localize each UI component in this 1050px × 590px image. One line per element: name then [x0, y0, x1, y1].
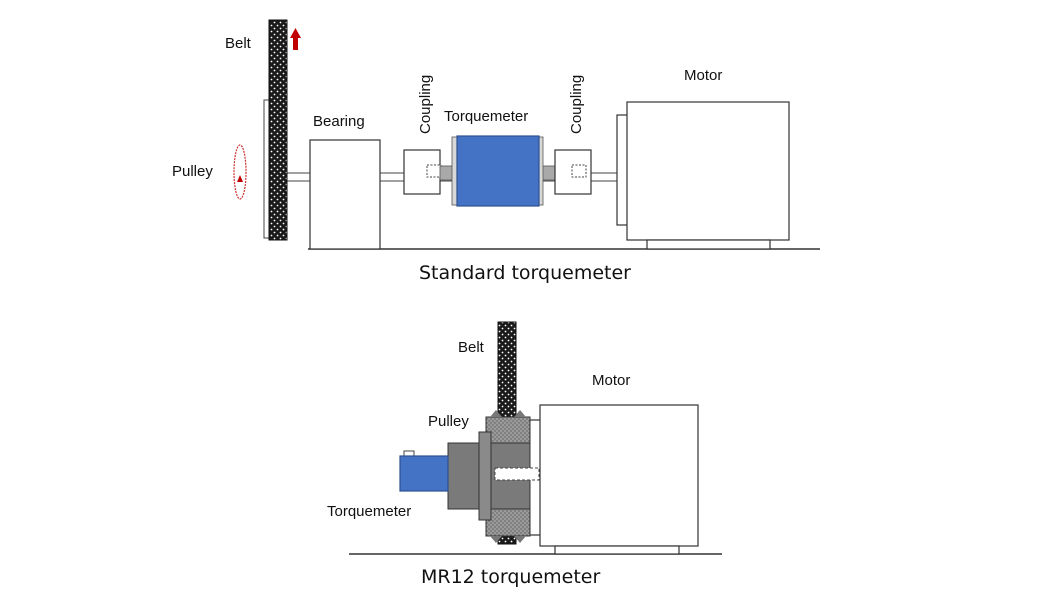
standard-motor-label: Motor — [684, 67, 722, 84]
mr12-torquemeter-label: Torquemeter — [327, 503, 411, 520]
standard-belt — [268, 19, 288, 241]
mr12-caption: MR12 torquemeter — [421, 566, 600, 588]
standard-caption: Standard torquemeter — [419, 262, 631, 284]
mr12-motor-shaft — [494, 467, 540, 481]
mr12-pulley — [485, 410, 531, 543]
standard-coupling-right — [554, 149, 592, 195]
mr12-belt-label: Belt — [458, 339, 485, 356]
standard-bearing-label: Bearing — [313, 113, 365, 130]
standard-coupling-left — [403, 149, 442, 195]
standard-coupling-right-label: Coupling — [568, 75, 585, 134]
mr12-pulley-label: Pulley — [428, 413, 469, 430]
pulley-rotation-arrow-icon — [233, 144, 247, 200]
mr12-torquemeter-flange — [478, 431, 492, 521]
standard-belt-label: Belt — [225, 35, 252, 52]
belt-direction-arrow-icon — [290, 28, 301, 50]
mr12-motor — [528, 404, 699, 555]
mr12-motor-label: Motor — [592, 372, 630, 389]
mr12-torquemeter-sensor — [399, 450, 449, 492]
standard-pulley-label: Pulley — [172, 163, 213, 180]
standard-torquemeter-diagram: Belt Pulley Bearing Coupling Torquemeter… — [172, 19, 820, 284]
mr12-torquemeter-diagram: Belt Motor Pulley Torquemeter MR12 torqu… — [327, 321, 722, 588]
standard-bearing — [309, 139, 381, 250]
standard-torquemeter-body — [439, 135, 561, 207]
standard-torquemeter-label: Torquemeter — [444, 108, 528, 125]
standard-coupling-left-label: Coupling — [417, 75, 434, 134]
standard-motor — [616, 101, 790, 250]
